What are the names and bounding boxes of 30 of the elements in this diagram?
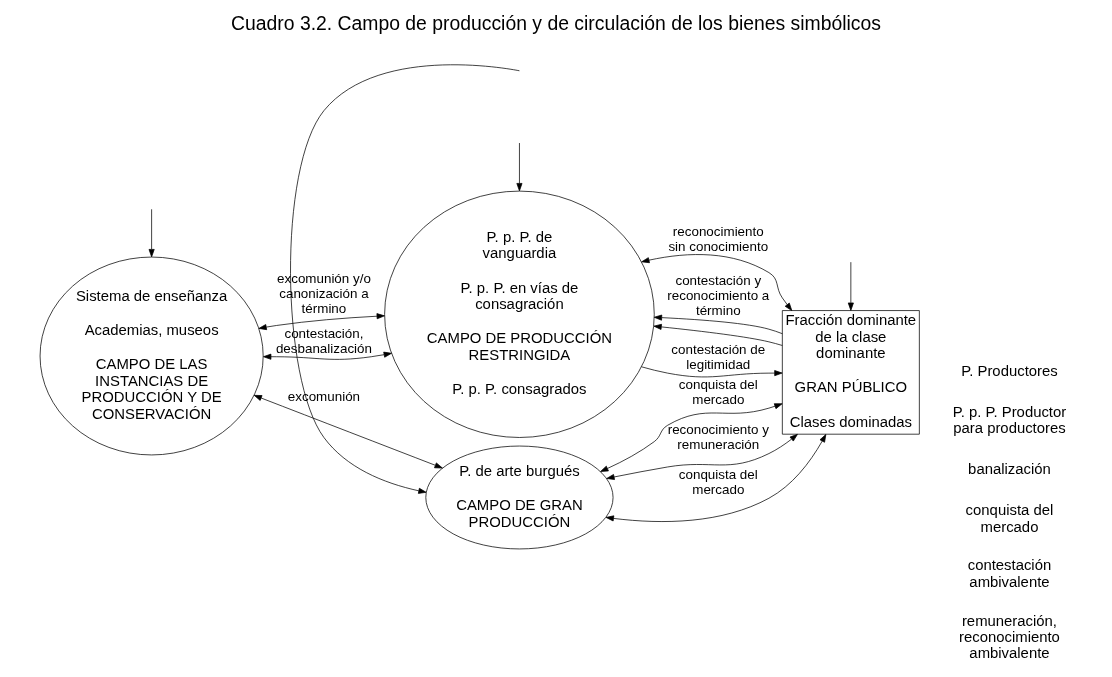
edge-label: excomunión xyxy=(287,388,361,404)
arrow xyxy=(606,434,798,480)
arrow xyxy=(641,254,793,311)
label: P. Productores xyxy=(961,363,1058,380)
label: banalización xyxy=(968,461,1051,478)
arrow xyxy=(847,261,854,311)
edge-label: contestación, desbanalización xyxy=(275,325,372,356)
diagram-title: Cuadro 3.2. Campo de producción y de circulación de los bienes simbólicos xyxy=(231,11,881,34)
arrow xyxy=(263,351,392,360)
arrow xyxy=(641,366,783,378)
arrow xyxy=(148,208,155,258)
arrow xyxy=(600,403,783,472)
label: contestación ambivalente xyxy=(967,557,1052,590)
arrow xyxy=(653,314,783,335)
edge-label: conquista del mercado xyxy=(678,377,758,407)
edge-label: reconocimiento y remuneración xyxy=(667,422,769,453)
edge-label: contestación de legitimidad xyxy=(671,342,766,372)
edge-label: reconocimiento sin conocimiento xyxy=(668,223,769,254)
label: P. p. P. Productor para productores xyxy=(952,404,1067,437)
arrow xyxy=(253,394,443,469)
label: remuneración, reconocimiento ambivalente xyxy=(959,612,1060,662)
arrow xyxy=(258,313,385,331)
node-box: Fracción dominante de la clase dominante GRAN PÚBLICO Clases dominadas xyxy=(781,310,920,435)
arrow xyxy=(653,323,783,346)
arrow xyxy=(290,64,520,494)
label: conquista del mercado xyxy=(965,502,1054,535)
arrow xyxy=(605,434,827,522)
edge-label: conquista del mercado xyxy=(678,467,758,498)
edge-label: contestación y reconocimiento a término xyxy=(667,272,770,318)
arrow xyxy=(516,142,523,192)
